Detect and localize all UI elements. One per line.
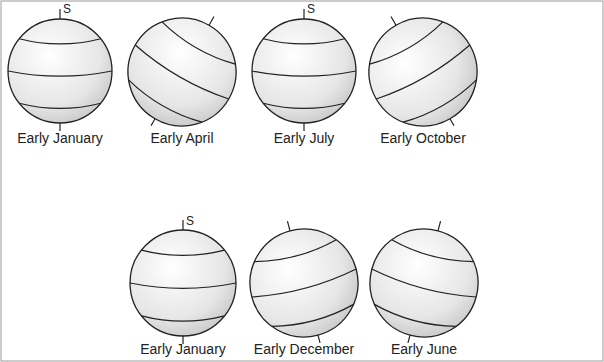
globe-outline bbox=[349, 0, 497, 146]
latitude-line bbox=[141, 316, 224, 321]
latitude-line bbox=[254, 240, 337, 267]
latitude-line bbox=[252, 269, 358, 302]
month-caption: Early December bbox=[254, 342, 354, 356]
earth-globe bbox=[252, 9, 356, 131]
latitude-line bbox=[19, 39, 101, 44]
latitude-line bbox=[159, 22, 235, 69]
earth-globe bbox=[8, 9, 112, 131]
latitude-line bbox=[390, 240, 473, 267]
pole-label: S bbox=[307, 3, 315, 15]
globe-outline bbox=[108, 0, 256, 146]
latitude-line bbox=[370, 269, 476, 302]
latitude-line bbox=[19, 103, 101, 108]
latitude-line bbox=[373, 304, 456, 331]
pole-tick bbox=[59, 9, 60, 19]
earth-globe bbox=[344, 0, 501, 153]
month-caption: Early June bbox=[391, 342, 457, 356]
globe-outline bbox=[252, 19, 356, 123]
pole-tick bbox=[182, 220, 183, 230]
earth-globe bbox=[356, 207, 493, 357]
latitude-line bbox=[403, 80, 479, 127]
latitude-line bbox=[370, 22, 446, 69]
globe-outline bbox=[238, 217, 370, 349]
month-caption: Early April bbox=[150, 131, 213, 145]
pole-tick bbox=[209, 17, 214, 26]
latitude-line bbox=[263, 103, 345, 108]
globe-outline bbox=[8, 19, 112, 123]
month-caption: Early January bbox=[140, 342, 226, 356]
pole-label: S bbox=[63, 3, 71, 15]
month-caption: Early January bbox=[17, 131, 103, 145]
pole-label: S bbox=[186, 215, 194, 227]
globe-outline bbox=[358, 217, 490, 349]
pole-tick bbox=[391, 17, 396, 26]
earth-globe bbox=[104, 0, 261, 153]
pole-tick bbox=[287, 221, 290, 231]
latitude-line bbox=[141, 250, 224, 255]
latitude-line bbox=[263, 39, 345, 44]
month-caption: Early July bbox=[274, 131, 335, 145]
earth-globe bbox=[130, 220, 236, 344]
globe-outline bbox=[130, 230, 236, 336]
pole-tick bbox=[303, 9, 304, 19]
latitude-line bbox=[272, 304, 355, 331]
latitude-line bbox=[8, 71, 112, 76]
pole-tick bbox=[438, 221, 441, 231]
latitude-line bbox=[252, 71, 356, 76]
month-caption: Early October bbox=[380, 131, 466, 145]
earth-globe bbox=[235, 207, 372, 357]
latitude-line bbox=[126, 80, 202, 127]
latitude-line bbox=[130, 283, 236, 288]
